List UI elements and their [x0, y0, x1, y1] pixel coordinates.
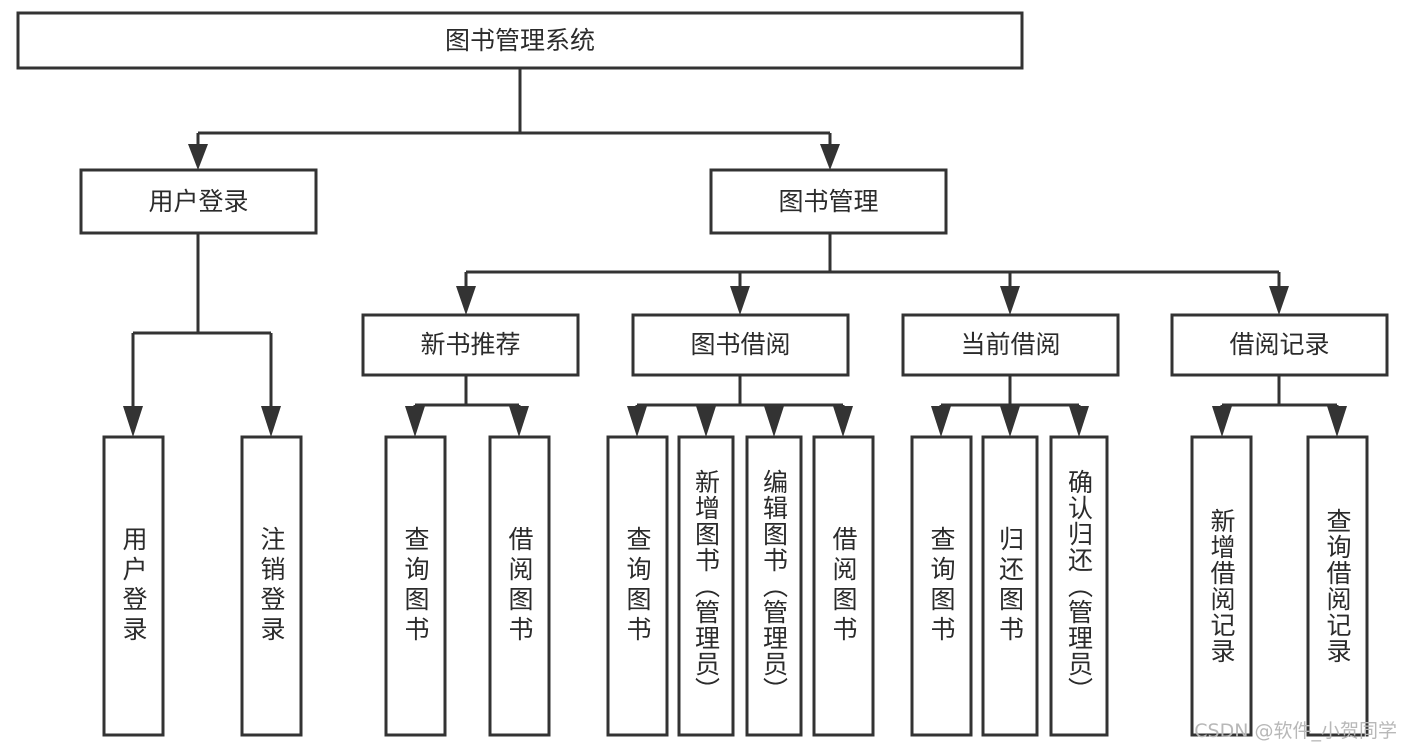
- watermark-text: CSDN @软件_小贺同学: [1194, 720, 1397, 742]
- node-box-leaf-logout[interactable]: [240, 435, 303, 737]
- arrow-head-leaf-return-book: [1000, 406, 1020, 437]
- connector-group-current-borrow: [931, 375, 1089, 437]
- node-box-new-book-rec[interactable]: [361, 313, 580, 377]
- arrow-head-leaf-borrow-book-1: [509, 406, 529, 437]
- node-box-leaf-borrow-book-2[interactable]: [812, 435, 875, 737]
- node-box-book-borrow[interactable]: [631, 313, 850, 377]
- node-box-root[interactable]: [16, 11, 1024, 70]
- arrow-head-leaf-confirm-return: [1069, 406, 1089, 437]
- node-box-leaf-add-book[interactable]: [677, 435, 735, 737]
- arrow-head-leaf-user-login: [123, 406, 143, 437]
- connector-group-root: [188, 68, 840, 170]
- connector-group-new-book-rec: [405, 375, 529, 437]
- connector-group-borrow-record: [1212, 375, 1347, 437]
- node-box-leaf-query-book-1[interactable]: [384, 435, 447, 737]
- node-box-book-manage[interactable]: [709, 168, 948, 235]
- node-box-leaf-query-book-2[interactable]: [606, 435, 669, 737]
- connector-group-book-borrow: [627, 375, 853, 437]
- node-box-leaf-query-record[interactable]: [1306, 435, 1369, 737]
- arrow-head-leaf-edit-book: [764, 406, 784, 437]
- arrow-head-book-borrow: [730, 286, 750, 315]
- arrow-head-leaf-add-book: [696, 406, 716, 437]
- node-box-leaf-confirm-return[interactable]: [1049, 435, 1109, 737]
- node-box-leaf-borrow-book-1[interactable]: [488, 435, 551, 737]
- node-box-leaf-edit-book[interactable]: [745, 435, 803, 737]
- node-box-current-borrow[interactable]: [901, 313, 1120, 377]
- node-box-leaf-return-book[interactable]: [981, 435, 1039, 737]
- arrow-head-leaf-logout: [261, 406, 281, 437]
- node-box-user-login[interactable]: [79, 168, 318, 235]
- arrow-head-leaf-query-book-3: [931, 406, 951, 437]
- arrow-head-borrow-record: [1269, 286, 1289, 315]
- arrow-head-leaf-borrow-book-2: [833, 406, 853, 437]
- node-box-leaf-user-login[interactable]: [102, 435, 165, 737]
- arrow-head-leaf-query-record: [1327, 406, 1347, 437]
- arrow-head-leaf-query-book-2: [627, 406, 647, 437]
- connector-group-book-manage: [456, 233, 1289, 315]
- node-box-leaf-add-record[interactable]: [1190, 435, 1253, 737]
- arrow-head-current-borrow: [1000, 286, 1020, 315]
- arrow-head-leaf-add-record: [1212, 406, 1232, 437]
- arrow-head-book-manage: [820, 144, 840, 170]
- connector-group-user-login: [123, 233, 281, 437]
- node-box-borrow-record[interactable]: [1170, 313, 1389, 377]
- arrow-head-new-book-rec: [456, 286, 476, 315]
- arrow-head-leaf-query-book-1: [405, 406, 425, 437]
- node-box-leaf-query-book-3[interactable]: [910, 435, 973, 737]
- arrow-head-user-login: [188, 144, 208, 170]
